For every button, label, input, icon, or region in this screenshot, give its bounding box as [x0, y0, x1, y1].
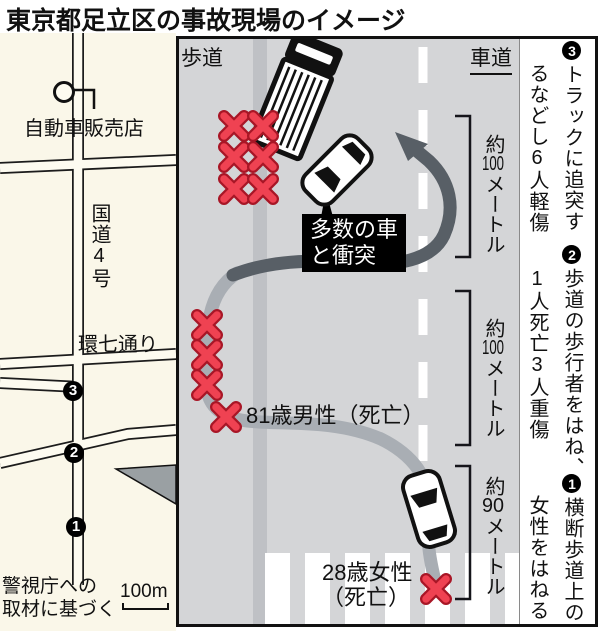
distance1-prefix: 約 [482, 134, 504, 154]
figure-title: 東京都足立区の事故現場のイメージ [6, 7, 406, 35]
map-roads-graphic [0, 33, 176, 610]
dealership-leader-line [74, 88, 96, 109]
scale-label: 100m [120, 581, 168, 602]
map-marker-1: 1 [66, 517, 86, 537]
note-3-text1: トラックに追突す [561, 64, 583, 232]
zoom-wedge [113, 464, 176, 505]
collision-callout-line2: と衝突 [310, 243, 377, 268]
victim-28-line1: 28歳女性 [322, 560, 413, 585]
kannana-label: 環七通り [78, 334, 158, 356]
roadway-label: 車道 [470, 42, 512, 75]
distance-brackets [455, 114, 472, 601]
source-credit-line1: 警視庁への [2, 576, 98, 597]
distance-label-2: 約100メートル [482, 318, 504, 438]
panel-divider [519, 39, 520, 624]
note-1-text1: 横断歩道上の [561, 497, 583, 623]
note-3-col2: るなどし6人軽傷 [526, 63, 548, 233]
map-marker-2: 2 [64, 443, 84, 463]
distance3-prefix: 約 [482, 476, 504, 496]
note-1-badge: 1 [562, 474, 581, 493]
distance2-suffix: メートル [482, 358, 504, 438]
victim-28-label: 28歳女性 （死亡） [322, 560, 412, 610]
note-3-badge: 3 [562, 41, 581, 60]
road-fills [0, 33, 176, 585]
map-marker-3: 3 [63, 381, 83, 401]
note-2-col2: 1人死亡3人重傷 [526, 268, 548, 440]
distance-label-1: 約100メートル [482, 134, 504, 254]
map-background [0, 33, 176, 631]
note-1-col1: 1 横断歩道上の [561, 474, 583, 623]
scale-bar [122, 603, 169, 610]
note-2-badge: 2 [562, 245, 581, 264]
victim-28-line2: （死亡） [322, 585, 411, 610]
source-credit-line2: 取材に基づく [2, 599, 117, 620]
distance1-number: 100 [482, 154, 504, 174]
distance3-suffix: メートル [482, 516, 504, 596]
distance3-number: 90 [482, 496, 504, 516]
accident-scene-graphic [179, 39, 519, 624]
sidewalk-label: 歩道 [181, 47, 223, 70]
distance1-suffix: メートル [482, 174, 504, 254]
dealership-marker-icon [53, 81, 75, 103]
distance2-number: 100 [482, 338, 504, 358]
collision-callout-line1: 多数の車 [310, 217, 399, 242]
note-3-col1: 3 トラックに追突す [561, 41, 583, 232]
note-2-col1: 2 歩道の歩行者をはね、 [561, 245, 583, 478]
car-path-upper-arrow [226, 144, 457, 282]
casualty-x-mark-crosswalk [426, 579, 446, 599]
distance-label-3: 約90メートル [482, 476, 504, 596]
collision-callout: 多数の車 と衝突 [302, 214, 407, 272]
arrowhead-icon [395, 132, 428, 161]
victim-81-label: 81歳男性（死亡） [246, 403, 425, 428]
distance2-prefix: 約 [482, 318, 504, 338]
dealership-label: 自動車販売店 [24, 118, 144, 140]
note-1-col2: 女性をはねる [526, 495, 548, 621]
note-2-text1: 歩道の歩行者をはね、 [561, 268, 583, 478]
route4-label: 国道4号 [88, 203, 110, 289]
